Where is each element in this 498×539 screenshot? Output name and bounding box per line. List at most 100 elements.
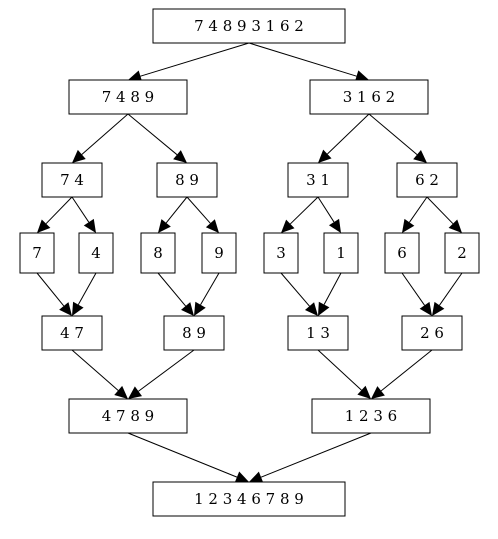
node-single-element-8: 2 [444,232,480,274]
arrow-line [380,349,433,392]
arrow-line [127,113,178,156]
node-single-element-1: 7 [19,232,55,274]
arrowhead-icon [432,301,445,316]
arrow-line [200,272,220,306]
node-box [287,162,349,198]
node-single-element-3: 8 [140,232,176,274]
node-label: 8 9 [182,324,206,342]
arrowhead-icon [354,70,369,82]
node-label: 3 1 [306,171,330,189]
node-label: 6 2 [415,171,439,189]
node-split-right-half: 3 1 6 2 [309,79,429,115]
node-label: 1 2 3 4 6 7 8 9 [194,490,304,508]
arrow-line [165,196,188,224]
arrowhead-icon [194,301,206,316]
arrowhead-icon [357,385,371,399]
node-box [152,8,346,44]
node-merged-pair-2: 8 9 [163,315,225,351]
node-split-left-half: 7 4 8 9 [68,79,188,115]
node-box [401,315,463,351]
arrow-line [260,432,372,478]
node-merged-left-half: 4 7 8 9 [68,398,188,434]
node-single-element-4: 9 [201,232,237,274]
node-box [152,481,346,517]
node-label: 4 7 [60,324,84,342]
arrowhead-icon [205,219,219,233]
node-label: 7 4 [60,171,84,189]
arrowhead-icon [318,149,332,163]
node-box [19,232,55,274]
node-label: 1 3 [306,324,330,342]
arrowhead-icon [281,219,295,233]
arrowhead-icon [181,302,194,316]
node-split-quarter-3: 3 1 [287,162,349,198]
arrowhead-icon [234,471,249,483]
node-label: 1 2 3 6 [345,407,397,425]
arrowhead-icon [72,301,84,316]
arrowhead-icon [318,301,330,316]
arrow-line [140,42,250,77]
arrow-line [127,432,238,478]
node-box [263,232,299,274]
arrowhead-icon [128,386,143,399]
arrow-line [45,196,73,225]
node-box [68,79,188,115]
arrowhead-icon [371,386,385,399]
node-input-array: 7 4 8 9 3 1 6 2 [152,8,346,44]
arrowhead-icon [59,302,72,316]
node-box [311,398,431,434]
node-box [68,398,188,434]
node-merged-pair-1: 4 7 [41,315,103,351]
arrow-line [327,113,370,155]
node-label: 4 7 8 9 [102,407,154,425]
node-box [444,232,480,274]
node-label: 7 4 8 9 3 1 6 2 [194,17,304,35]
node-sorted-output: 1 2 3 4 6 7 8 9 [152,481,346,517]
arrow-line [439,272,463,306]
node-box [163,315,225,351]
arrowhead-icon [328,218,341,233]
arrow-line [368,113,418,155]
node-single-element-7: 6 [384,232,420,274]
node-box [140,232,176,274]
node-label: 7 4 8 9 [102,88,154,106]
arrow-line [248,42,357,77]
node-label: 4 [91,244,101,262]
node-label: 2 [457,244,467,262]
arrowhead-icon [249,471,264,483]
arrow-line [426,196,454,225]
node-box [41,162,103,198]
node-merged-right-half: 1 2 3 6 [311,398,431,434]
arrowhead-icon [173,150,187,163]
arrow-line [138,349,195,392]
node-label: 1 [336,244,346,262]
node-merged-pair-4: 2 6 [401,315,463,351]
arrowhead-icon [128,70,143,82]
arrow-line [409,196,428,223]
node-box [156,162,218,198]
arrow-line [71,349,119,391]
arrow-line [289,196,319,225]
node-box [396,162,458,198]
arrowhead-icon [419,301,432,316]
arrow-line [77,272,97,305]
arrow-line [71,196,90,223]
node-single-element-5: 3 [263,232,299,274]
node-box [287,315,349,351]
node-label: 7 [32,244,42,262]
node-label: 2 6 [420,324,444,342]
node-box [323,232,359,274]
arrow-line [186,196,211,224]
arrowhead-icon [37,219,51,233]
arrow-line [317,196,335,223]
node-label: 8 [153,244,163,262]
arrowhead-icon [448,219,462,233]
node-single-element-2: 4 [78,232,114,274]
arrowhead-icon [402,218,415,233]
arrow-line [36,272,65,307]
node-box [78,232,114,274]
node-box [41,315,103,351]
node-box [201,232,237,274]
arrowhead-icon [114,385,128,399]
